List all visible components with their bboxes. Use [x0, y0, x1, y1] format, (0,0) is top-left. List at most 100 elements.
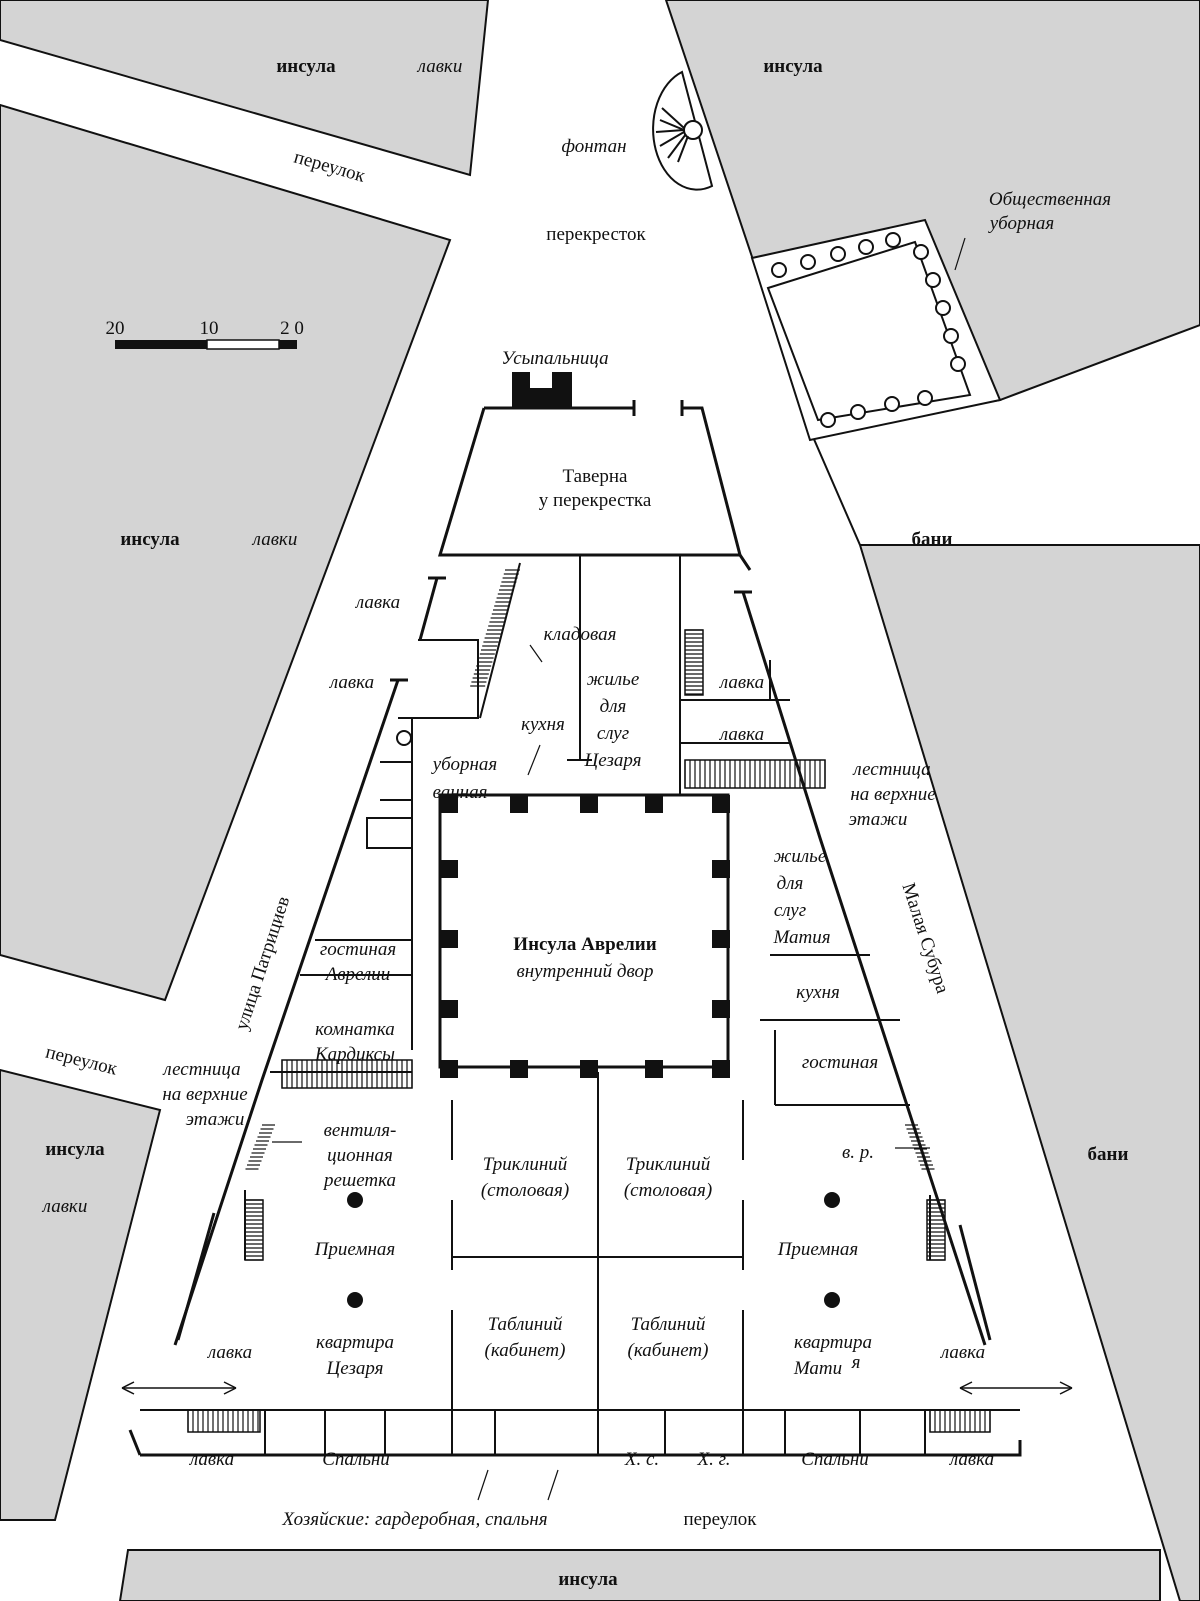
courtyard-pillar: [712, 1000, 730, 1018]
label-vent-2: ционная: [327, 1145, 393, 1166]
label-servants-caesar-4: Цезаря: [584, 750, 642, 771]
block-bottom: [118, 1549, 1161, 1601]
label-tablinum-left-1: Таблиний: [488, 1314, 563, 1335]
label-servants-matius-3: слуг: [774, 900, 806, 921]
courtyard-pillar: [510, 1060, 528, 1078]
label-insula-bottom: инсула: [558, 1569, 618, 1590]
label-scale-10: 10: [200, 318, 219, 339]
block-lower-left: [0, 1068, 162, 1521]
stair-hatch: [187, 569, 991, 1432]
label-servants-caesar-1: жилье: [587, 669, 640, 690]
label-matius-apt-1: квартира: [794, 1332, 872, 1353]
label-scale-20b: 2 0: [280, 318, 304, 339]
label-lane-left: переулок: [43, 1042, 120, 1080]
map-labels: инсула лавки инсула фонтан переулок пере…: [42, 56, 1129, 1590]
label-baths-mid: бани: [912, 529, 953, 550]
label-insula-lower-left: инсула: [45, 1139, 105, 1160]
label-shop-br: лавка: [940, 1342, 985, 1363]
label-shops-lower-left: лавки: [42, 1196, 88, 1217]
label-stairs-right-2: на верхние: [850, 784, 935, 805]
stairs-bottom-left: [187, 1409, 261, 1433]
label-stairs-right-1: лестница: [852, 759, 930, 780]
label-vr: в. р.: [842, 1142, 874, 1163]
label-kitchen-right: кухня: [796, 982, 840, 1003]
label-tavern-2: у перекрестка: [539, 490, 652, 511]
label-lane-top: переулок: [292, 147, 369, 188]
building-walls: [128, 400, 1022, 1457]
courtyard-pillar: [580, 795, 598, 813]
label-insula-top-left: инсула: [276, 56, 336, 77]
label-triclinium-left-1: Триклиний: [483, 1154, 568, 1175]
label-shops-mid-left: лавки: [252, 529, 298, 550]
block-top-left-large: [0, 103, 452, 1002]
label-public-latrine-1: Общественная: [989, 189, 1111, 210]
courtyard-pillar: [712, 860, 730, 878]
scale-bar: [115, 339, 297, 350]
stairs-left-side: [244, 1199, 264, 1261]
label-shop-r1: лавка: [719, 672, 764, 693]
courtyard-pillar: [510, 795, 528, 813]
label-tablinum-right-2: (кабинет): [628, 1340, 709, 1361]
label-street-subura: Малая Субура: [898, 880, 954, 996]
label-shop-1: лавка: [355, 592, 400, 613]
label-crossroads: перекресток: [546, 224, 646, 245]
label-toilet: уборная: [431, 754, 498, 775]
label-tomb: Усыпальница: [501, 348, 608, 369]
latrine-seat: [800, 254, 816, 270]
latrine-seat: [885, 232, 901, 248]
latrine-seat: [913, 244, 929, 260]
label-stairs-left-2: на верхние: [162, 1084, 247, 1105]
label-public-latrine-2: уборная: [988, 213, 1055, 234]
courtyard-pillar: [440, 795, 458, 813]
label-bedrooms-left: Спальни: [322, 1449, 390, 1470]
courtyard-pillar: [712, 930, 730, 948]
label-matius-apt-2: Мати: [793, 1358, 842, 1379]
block-top-right: [664, 0, 1200, 1601]
label-caesar-apt-2: Цезаря: [326, 1358, 384, 1379]
label-stairs-left-1: лестница: [162, 1059, 240, 1080]
label-vent-3: решетка: [322, 1170, 396, 1191]
label-aurelia-living-2: Аврелии: [324, 964, 391, 985]
label-owners: Хозяйские: гардеробная, спальня: [281, 1509, 547, 1530]
courtyard-pillar: [712, 795, 730, 813]
label-aurelia-living-1: гостиная: [320, 939, 396, 960]
courtyard-pillar: [440, 1060, 458, 1078]
latrine-seat: [820, 412, 836, 428]
label-servants-matius-4: Матия: [772, 927, 830, 948]
label-vent-1: вентиля-: [324, 1120, 397, 1141]
courtyard-pillar: [580, 1060, 598, 1078]
label-insula-top-right: инсула: [763, 56, 823, 77]
label-reception-left: Приемная: [314, 1239, 396, 1260]
courtyard: [438, 793, 730, 1069]
label-living-right: гостиная: [802, 1052, 878, 1073]
latrine-inner: [766, 240, 972, 422]
label-shop-r2: лавка: [719, 724, 764, 745]
block-top-left-small: [0, 0, 490, 177]
latrine-seat: [935, 300, 951, 316]
latrine-seats: [771, 232, 966, 428]
courtyard-pillar: [645, 1060, 663, 1078]
label-courtyard-sub: внутренний двор: [517, 961, 654, 982]
latrine-seat: [884, 396, 900, 412]
tomb-icon: [512, 372, 572, 408]
label-triclinium-right-1: Триклиний: [626, 1154, 711, 1175]
label-shops-top-left: лавки: [417, 56, 463, 77]
label-scale-20a: 20: [106, 318, 125, 339]
label-servants-caesar-3: слуг: [597, 723, 629, 744]
arrows: [121, 1381, 1073, 1395]
courtyard-pillar: [440, 860, 458, 878]
latrine-seat: [858, 239, 874, 255]
label-cardixa-2: Кардиксы: [314, 1044, 395, 1065]
label-baths-lower: бани: [1088, 1144, 1129, 1165]
latrine-seat: [943, 328, 959, 344]
label-triclinium-right-2: (столовая): [624, 1180, 712, 1201]
label-lane-bottom: переулок: [684, 1509, 758, 1530]
label-tavern-1: Таверна: [563, 466, 629, 487]
label-kitchen-left: кухня: [521, 714, 565, 735]
label-tablinum-left-2: (кабинет): [485, 1340, 566, 1361]
courtyard-pillar: [712, 1060, 730, 1078]
label-pantry: кладовая: [544, 624, 617, 645]
label-courtyard-title: Инсула Аврелии: [513, 934, 656, 955]
